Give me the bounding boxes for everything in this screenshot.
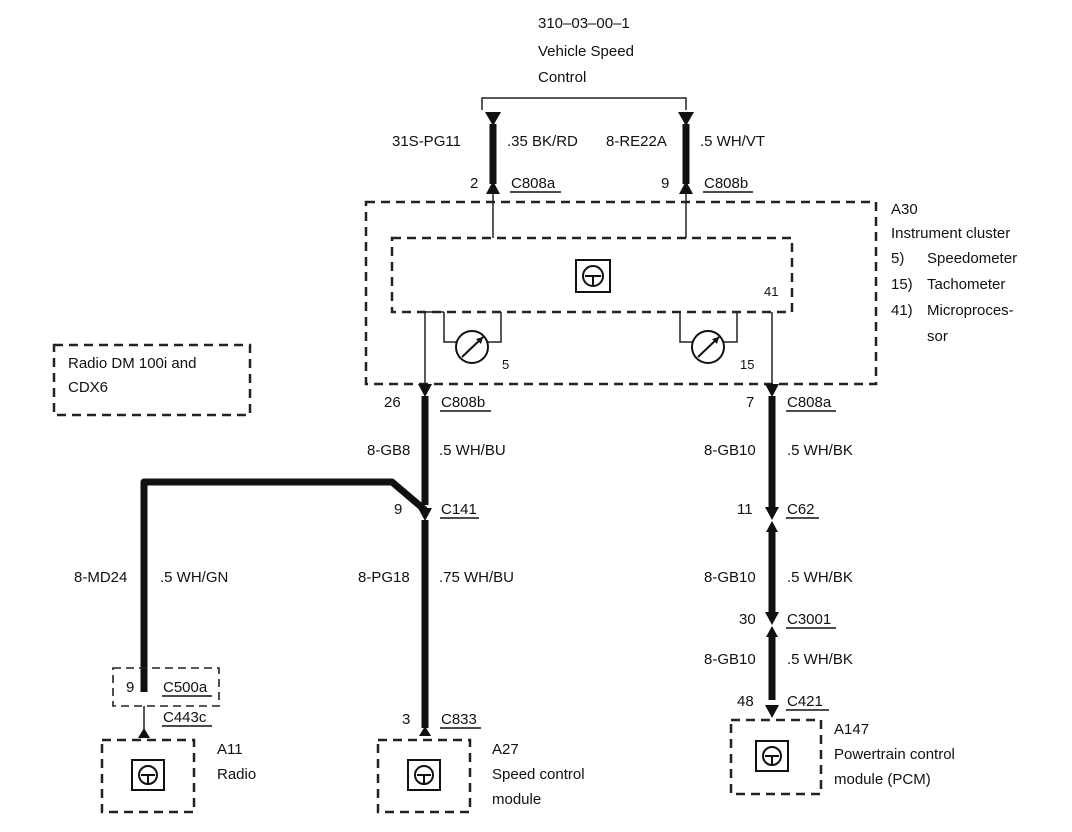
connector-c1-pin: 2 — [470, 175, 478, 192]
cluster-comp-1-num: 15) — [891, 276, 913, 293]
connector-c3-arrow — [418, 384, 432, 397]
module-a27-icon — [407, 759, 441, 791]
module-a27-line2: module — [492, 791, 541, 808]
wire-w1-circuit: 31S-PG11 — [392, 133, 461, 150]
wire-w3-circuit: 8-GB8 — [367, 442, 410, 459]
wire-w2-arrow-bottom — [679, 181, 693, 194]
module-a147-box — [729, 718, 823, 796]
wire-w2-circuit: 8-RE22A — [606, 133, 667, 150]
cluster-comp-0-name: Speedometer — [927, 250, 1017, 267]
connector-c7-pin: 30 — [739, 611, 756, 628]
cluster-comp-2-name: Microproces- — [927, 302, 1014, 319]
microprocessor-label: 41 — [764, 284, 778, 299]
wire-w1-arrow-top — [485, 112, 501, 126]
connector-c7-arrow-b — [766, 626, 778, 637]
radio-box-line1: Radio DM 100i and — [68, 355, 196, 372]
tachometer-label: 15 — [740, 357, 754, 372]
cluster-name: Instrument cluster — [891, 225, 1010, 242]
cluster-box — [364, 200, 878, 386]
connector-c11-name: C421 — [787, 693, 823, 710]
connector-c2-pin: 9 — [661, 175, 669, 192]
ref-name-line2: Control — [538, 69, 586, 86]
module-a11-box — [100, 738, 196, 814]
connector-c6-arrow-b — [766, 521, 778, 532]
connector-c4-pin: 7 — [746, 394, 754, 411]
tachometer-icon — [679, 312, 738, 364]
connector-c3-pin: 26 — [384, 394, 401, 411]
module-a11-name: Radio — [217, 766, 256, 783]
splice-c141-arrow — [418, 508, 432, 521]
speedometer-label: 5 — [502, 357, 509, 372]
connector-c5-name: C141 — [441, 501, 477, 518]
connector-c8-name: C500a — [163, 679, 208, 696]
module-a147-line2: module (PCM) — [834, 771, 931, 788]
wire-w8-circuit: 8-GB10 — [704, 651, 756, 668]
wire-w5-splice — [140, 478, 428, 692]
wire-w4-circuit: 8-GB10 — [704, 442, 756, 459]
connector-c4-arrow — [765, 384, 779, 397]
connector-c9-name: C443c — [163, 709, 207, 726]
wire-w5-spec: .5 WH/GN — [160, 569, 228, 586]
cluster-comp-2-num: 41) — [891, 302, 913, 319]
wire-w8-spec: .5 WH/BK — [787, 651, 853, 668]
wire-w2-arrow-top — [678, 112, 694, 126]
connector-c6-pin: 11 — [737, 501, 753, 518]
microprocessor-box — [390, 236, 794, 314]
module-a27-box — [376, 738, 472, 814]
connector-c11-pin: 48 — [737, 693, 754, 710]
cluster-comp-0-num: 5) — [891, 250, 904, 267]
speedometer-icon — [443, 312, 502, 364]
connector-c5-pin: 9 — [394, 501, 402, 518]
wire-w5-circuit: 8-MD24 — [74, 569, 127, 586]
wire-w4-spec: .5 WH/BK — [787, 442, 853, 459]
connector-c1-name: C808a — [511, 175, 556, 192]
wire-w1-spec: .35 BK/RD — [507, 133, 578, 150]
connector-c11-arrow — [765, 705, 779, 718]
radio-box-line2: CDX6 — [68, 379, 108, 396]
connector-c10-arrow — [419, 726, 431, 736]
connector-c8-box — [112, 667, 220, 707]
connector-c7-arrow-a — [765, 612, 779, 625]
module-a27-id: A27 — [492, 741, 519, 758]
module-a147-line1: Powertrain control — [834, 746, 955, 763]
cluster-id: A30 — [891, 201, 918, 218]
connector-c2-name: C808b — [704, 175, 748, 192]
connector-c10-name: C833 — [441, 711, 477, 728]
module-a11-id: A11 — [217, 741, 243, 758]
connector-c8-pin: 9 — [126, 679, 134, 696]
wire-w6-circuit: 8-PG18 — [358, 569, 410, 586]
cluster-comp-cont: sor — [927, 328, 948, 345]
connector-c6-arrow-a — [765, 507, 779, 520]
connector-c4-name: C808a — [787, 394, 832, 411]
connector-c6-name: C62 — [787, 501, 815, 518]
wire-w1-arrow-bottom — [486, 181, 500, 194]
ref-name-line1: Vehicle Speed — [538, 43, 634, 60]
radio-model-box — [52, 343, 252, 417]
wire-w7-circuit: 8-GB10 — [704, 569, 756, 586]
wire-w7-spec: .5 WH/BK — [787, 569, 853, 586]
cluster-comp-1-name: Tachometer — [927, 276, 1005, 293]
module-a11-icon — [131, 759, 165, 791]
module-a147-icon — [755, 740, 789, 772]
module-a147-id: A147 — [834, 721, 869, 738]
wire-w2-spec: .5 WH/VT — [700, 133, 765, 150]
wire-w3-spec: .5 WH/BU — [439, 442, 506, 459]
ref-bracket — [481, 97, 687, 110]
connector-c9-arrow — [138, 728, 150, 738]
microprocessor-icon — [575, 259, 611, 293]
wire-w6-spec: .75 WH/BU — [439, 569, 514, 586]
connector-c10-pin: 3 — [402, 711, 410, 728]
connector-c3-name: C808b — [441, 394, 485, 411]
ref-code: 310–03–00–1 — [538, 15, 630, 32]
connector-c7-name: C3001 — [787, 611, 831, 628]
module-a27-line1: Speed control — [492, 766, 585, 783]
